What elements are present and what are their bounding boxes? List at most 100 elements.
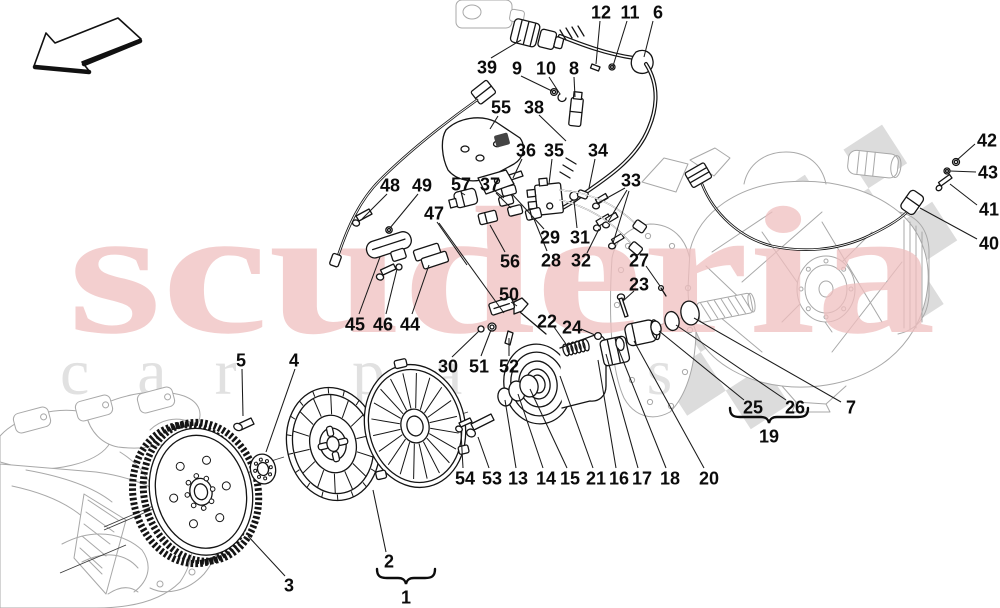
callout-23: 23 — [629, 275, 649, 295]
callout-33: 33 — [621, 171, 641, 191]
callout-21: 21 — [586, 469, 606, 489]
leader-line-11 — [612, 20, 628, 67]
clutch-linework — [129, 0, 961, 568]
leader-line-15 — [529, 388, 568, 469]
callout-25: 25 — [743, 398, 763, 418]
cable-connector — [470, 79, 497, 105]
callout-53: 53 — [482, 469, 502, 489]
union-block — [526, 177, 564, 216]
leader-line-4 — [265, 368, 296, 453]
callout-47: 47 — [424, 204, 444, 224]
callout-2: 2 — [384, 552, 394, 572]
leader-line-33 — [597, 187, 626, 204]
callout-49: 49 — [412, 176, 432, 196]
leader-line-31 — [573, 200, 578, 229]
gearbox-sketch — [610, 147, 930, 418]
callout-44: 44 — [400, 315, 420, 335]
direction-arrow-icon — [32, 17, 143, 75]
leader-line-23 — [622, 290, 635, 302]
callout-10: 10 — [536, 59, 556, 79]
gearbox-cover-bolts — [798, 258, 854, 320]
callout-35: 35 — [544, 141, 564, 161]
leader-line-37 — [494, 190, 505, 199]
leader-line-16 — [597, 359, 617, 469]
leader-line-44 — [411, 264, 430, 315]
leader-line-5 — [241, 368, 244, 417]
leader-line-26 — [675, 324, 787, 401]
leader-line-28 — [533, 218, 548, 252]
leader-line-29 — [511, 193, 545, 230]
leader-line-10 — [548, 76, 561, 95]
slave-cylinder-parts — [455, 284, 700, 438]
leader-line-33 — [612, 190, 630, 244]
leader-line-38 — [538, 114, 567, 142]
leader-line-49 — [389, 193, 419, 229]
callout-3: 3 — [284, 576, 294, 596]
callout-27: 27 — [629, 251, 649, 271]
callout-30: 30 — [438, 357, 458, 377]
leader-line-6 — [643, 20, 654, 58]
leader-line-27 — [645, 265, 661, 287]
flywheel-holes — [169, 455, 231, 529]
callout-12: 12 — [591, 3, 611, 23]
leader-line-37 — [495, 192, 512, 209]
leader-line-8 — [573, 76, 576, 98]
callout-28: 28 — [541, 251, 561, 271]
callout-42: 42 — [977, 131, 997, 151]
leader-line-32 — [586, 228, 600, 254]
leader-line-22 — [553, 326, 567, 345]
flywheel-bolt — [233, 417, 255, 432]
callout-31: 31 — [570, 228, 590, 248]
heat-shield — [441, 117, 525, 195]
callout-43: 43 — [978, 163, 998, 183]
callout-52: 52 — [499, 357, 519, 377]
leader-line-39 — [490, 39, 522, 59]
spacer-disc — [249, 453, 277, 485]
callout-9: 9 — [512, 59, 522, 79]
leader-line-25 — [658, 330, 745, 401]
callout-17: 17 — [632, 469, 652, 489]
callout-40: 40 — [979, 234, 999, 254]
callout-41: 41 — [979, 200, 999, 220]
group-brace-1 — [375, 567, 437, 585]
leader-line-56 — [489, 224, 506, 253]
leader-line-2 — [372, 489, 387, 553]
callout-46: 46 — [373, 315, 393, 335]
leader-line-36 — [512, 158, 523, 179]
group-brace-2 — [728, 406, 810, 424]
leader-line-42 — [956, 143, 976, 161]
spacer-holes — [253, 457, 273, 481]
leader-line-51 — [480, 329, 492, 357]
callout-45: 45 — [345, 315, 365, 335]
leader-line-46 — [385, 268, 398, 315]
callout-37: 37 — [480, 175, 500, 195]
leader-line-57 — [461, 192, 466, 196]
callout-55: 55 — [491, 98, 511, 118]
callout-1: 1 — [401, 588, 411, 608]
callout-51: 51 — [469, 357, 489, 377]
callout-16: 16 — [609, 469, 629, 489]
callout-19: 19 — [759, 427, 779, 447]
callout-57: 57 — [451, 175, 471, 195]
callout-5: 5 — [236, 351, 246, 371]
callout-13: 13 — [508, 469, 528, 489]
leader-line-3 — [247, 535, 286, 577]
callout-32: 32 — [571, 251, 591, 271]
callout-54: 54 — [455, 469, 475, 489]
leader-line-18 — [617, 347, 667, 469]
callout-22: 22 — [537, 312, 557, 332]
callout-38: 38 — [524, 98, 544, 118]
callout-7: 7 — [846, 398, 856, 418]
leader-line-24 — [580, 328, 596, 336]
callout-8: 8 — [569, 59, 579, 79]
cable-bracket — [365, 231, 412, 262]
leader-line-14 — [517, 393, 544, 469]
callout-20: 20 — [699, 469, 719, 489]
bleed-valve — [568, 91, 584, 128]
leader-line-54 — [460, 431, 464, 469]
pressure-sensor — [448, 187, 479, 209]
callout-6: 6 — [653, 3, 663, 23]
